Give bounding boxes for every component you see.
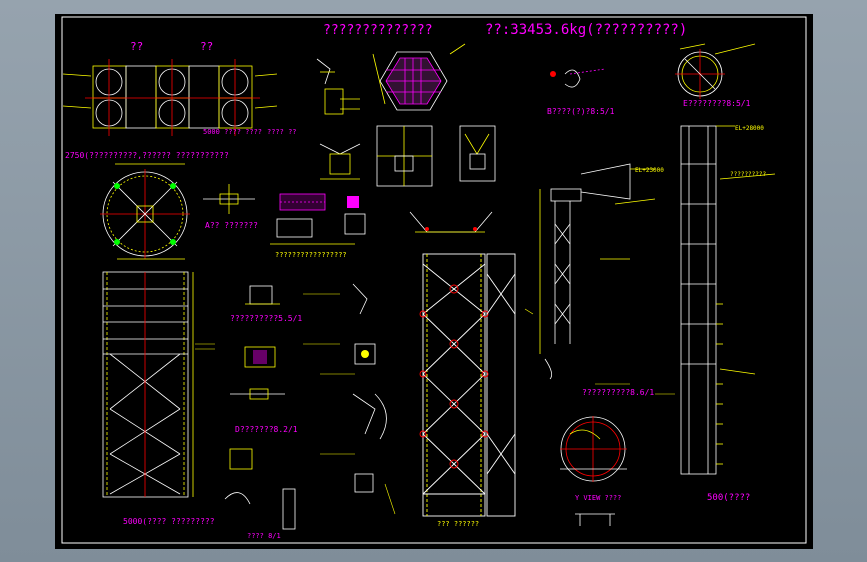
bottom-scale-label: ???? 8/1 — [247, 532, 281, 540]
note-a: ?????????? — [730, 171, 767, 178]
mark-right: ?? — [200, 40, 213, 53]
view-e — [675, 43, 756, 99]
tower-caption-left: 5000(???? ????????? — [123, 517, 215, 526]
bolt-details — [352, 283, 387, 493]
detail-2-label: D???????8.2/1 — [235, 425, 298, 434]
mark-left: ?? — [130, 40, 143, 53]
top-elev-label: EL+28000 — [735, 125, 764, 132]
cad-drawing: ?????????????? ??:33453.6kg(??????????) … — [61, 16, 807, 544]
circle-plan-label: 2750(??????????,?????? ??????????? — [65, 151, 229, 160]
detail-3-label: ??????????8.6/1 — [582, 388, 654, 397]
view-e-label: E????????8:5/1 — [683, 99, 751, 108]
note-b: ????????????????? — [275, 251, 347, 259]
title-right: ??:33453.6kg(??????????) — [485, 22, 687, 38]
section-details-center — [319, 125, 496, 187]
view-b — [550, 68, 606, 88]
drawing-frame — [61, 16, 807, 544]
hexagon-detail — [372, 43, 466, 111]
plan-caption: 5000 ???? ???? — [203, 128, 262, 136]
pink-plate-detail — [270, 193, 366, 245]
y-view — [560, 416, 627, 526]
a-detail — [203, 184, 255, 214]
detail-column-center — [224, 285, 296, 530]
tower-elevation-left — [102, 258, 194, 498]
lattice-tower — [419, 253, 516, 517]
circular-plan — [100, 163, 190, 259]
small-details-top — [316, 58, 360, 115]
view-b-label: B????(?)?8:5/1 — [547, 107, 615, 116]
a-detail-label: A?? ??????? — [205, 221, 258, 230]
bottom-right-label: 500(???? — [707, 493, 750, 503]
support-column — [539, 163, 656, 380]
plan-top-left — [62, 59, 278, 136]
title-left: ?????????????? — [323, 23, 433, 38]
trough-detail — [409, 211, 493, 233]
tall-column-right — [680, 125, 776, 475]
plan-caption-2: ???? ?? — [267, 128, 297, 136]
y-view-label: Y VIEW ???? — [575, 494, 621, 502]
tower-caption-center: ??? ?????? — [437, 520, 479, 528]
elev-label: EL+23000 — [635, 167, 664, 174]
detail-1-label: ??????????5.5/1 — [230, 314, 302, 323]
annotation-leaders — [195, 293, 675, 515]
drawing-sheet: ?????????????? ??:33453.6kg(??????????) … — [55, 14, 813, 549]
